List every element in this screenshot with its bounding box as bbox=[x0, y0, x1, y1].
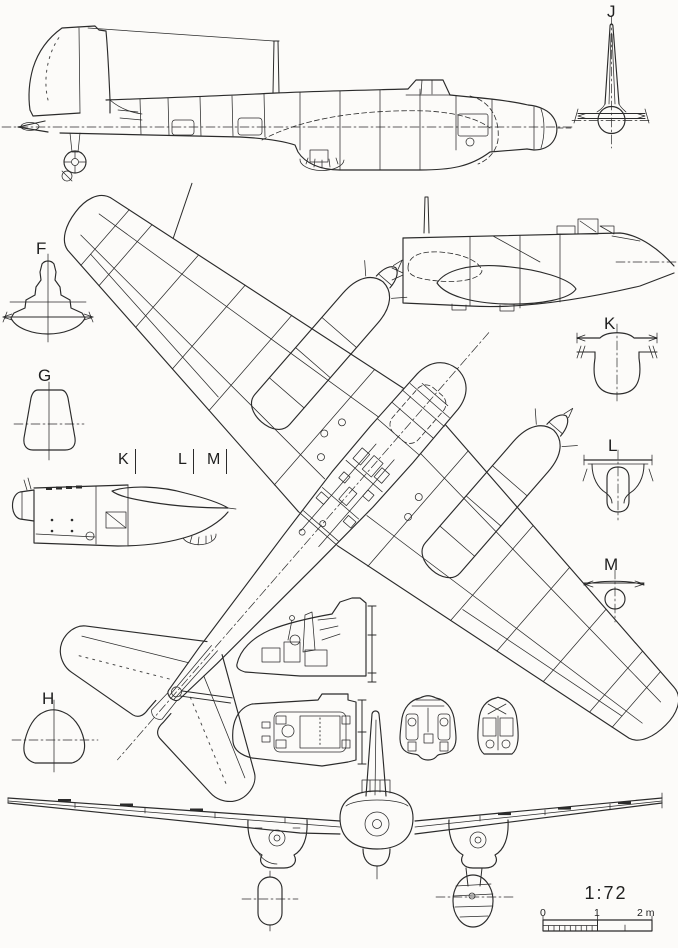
section-label-g: G bbox=[38, 366, 52, 385]
scale-bar bbox=[542, 915, 653, 932]
section-label-m: M bbox=[604, 555, 619, 574]
section-label-h: H bbox=[42, 689, 55, 708]
scale-tick-0: 0 bbox=[540, 907, 546, 919]
section-g-drawing bbox=[13, 381, 85, 461]
cut-mark-m: M bbox=[207, 449, 228, 474]
plan-nacelle-left bbox=[421, 407, 578, 579]
front-nacelle-right bbox=[435, 819, 515, 928]
section-label-l: L bbox=[608, 436, 618, 455]
fuselage-section-detail-right bbox=[477, 696, 519, 755]
cut-line-l bbox=[192, 449, 194, 474]
plan-tailplane bbox=[59, 625, 256, 803]
cut-mark-k: K bbox=[118, 449, 136, 474]
scale-ratio-label: 1:72 bbox=[584, 883, 628, 903]
section-label-j: J bbox=[607, 2, 616, 21]
section-label-k: K bbox=[604, 314, 616, 333]
wingtip-light-symbol bbox=[61, 170, 73, 182]
front-view bbox=[7, 710, 663, 932]
fuselage-section-detail-left bbox=[399, 695, 457, 761]
section-h-drawing bbox=[11, 699, 99, 773]
scale-tick-1: 1 bbox=[594, 907, 600, 919]
side-view-main bbox=[1, 25, 575, 174]
cockpit-detail-side bbox=[236, 597, 377, 683]
cut-mark-m-letter: M bbox=[207, 451, 221, 468]
section-l-drawing bbox=[582, 449, 654, 521]
cockpit-detail-plan bbox=[232, 693, 367, 767]
section-f-drawing bbox=[2, 253, 94, 343]
cut-mark-k-letter: K bbox=[118, 451, 129, 468]
section-m-drawing bbox=[583, 569, 645, 623]
plan-nacelle-right bbox=[251, 259, 408, 430]
tyre-detail bbox=[241, 870, 299, 932]
plan-view bbox=[59, 182, 678, 803]
cut-mark-l-letter: L bbox=[178, 451, 187, 468]
section-j-drawing bbox=[571, 15, 653, 149]
cut-mark-l: L bbox=[178, 449, 194, 474]
front-nacelle-left bbox=[247, 819, 308, 869]
nacelle-side-view bbox=[11, 477, 237, 547]
cut-line-k bbox=[134, 449, 136, 474]
section-k-drawing bbox=[576, 323, 658, 405]
scale-tick-2: 2 m bbox=[637, 907, 655, 919]
side-view-rear-fuselage bbox=[391, 196, 678, 312]
cut-line-m bbox=[226, 449, 228, 474]
section-label-f: F bbox=[36, 239, 47, 258]
